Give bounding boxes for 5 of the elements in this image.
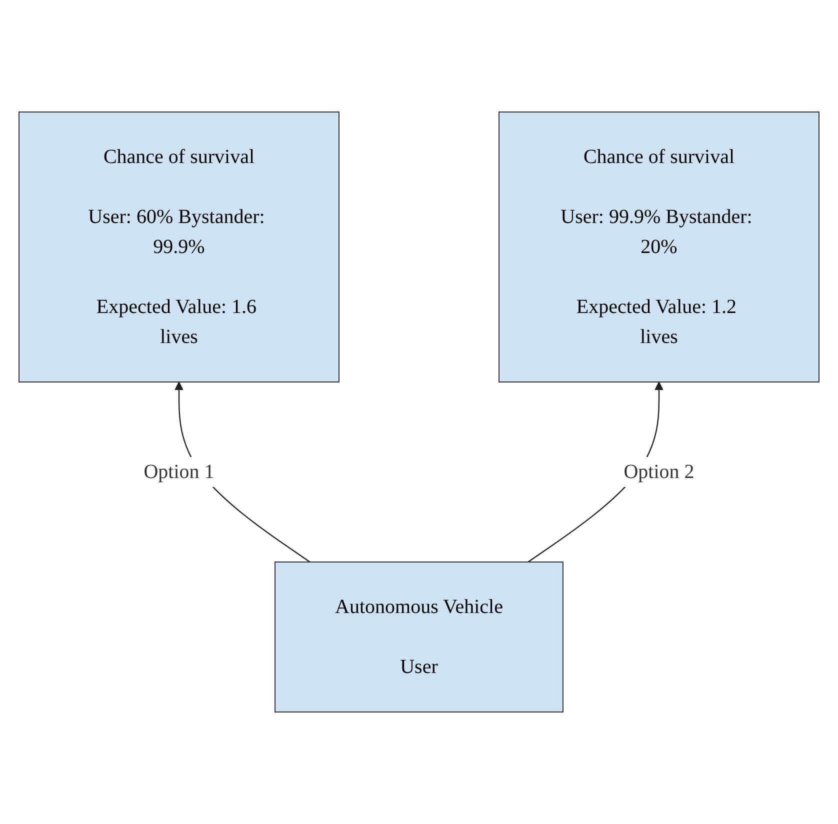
node-box: Autonomous Vehicle User <box>274 562 564 712</box>
edge-label: Option 1 <box>144 461 214 483</box>
node-box: Chance of survival User: 60% Bystander: 99.9% Expected Value: 1.6 lives <box>18 112 340 382</box>
node-box: Chance of survival User: 99.9% Bystander: 20% Expected Value: 1.2 lives <box>498 112 820 382</box>
edge-label: Option 2 <box>624 461 694 483</box>
